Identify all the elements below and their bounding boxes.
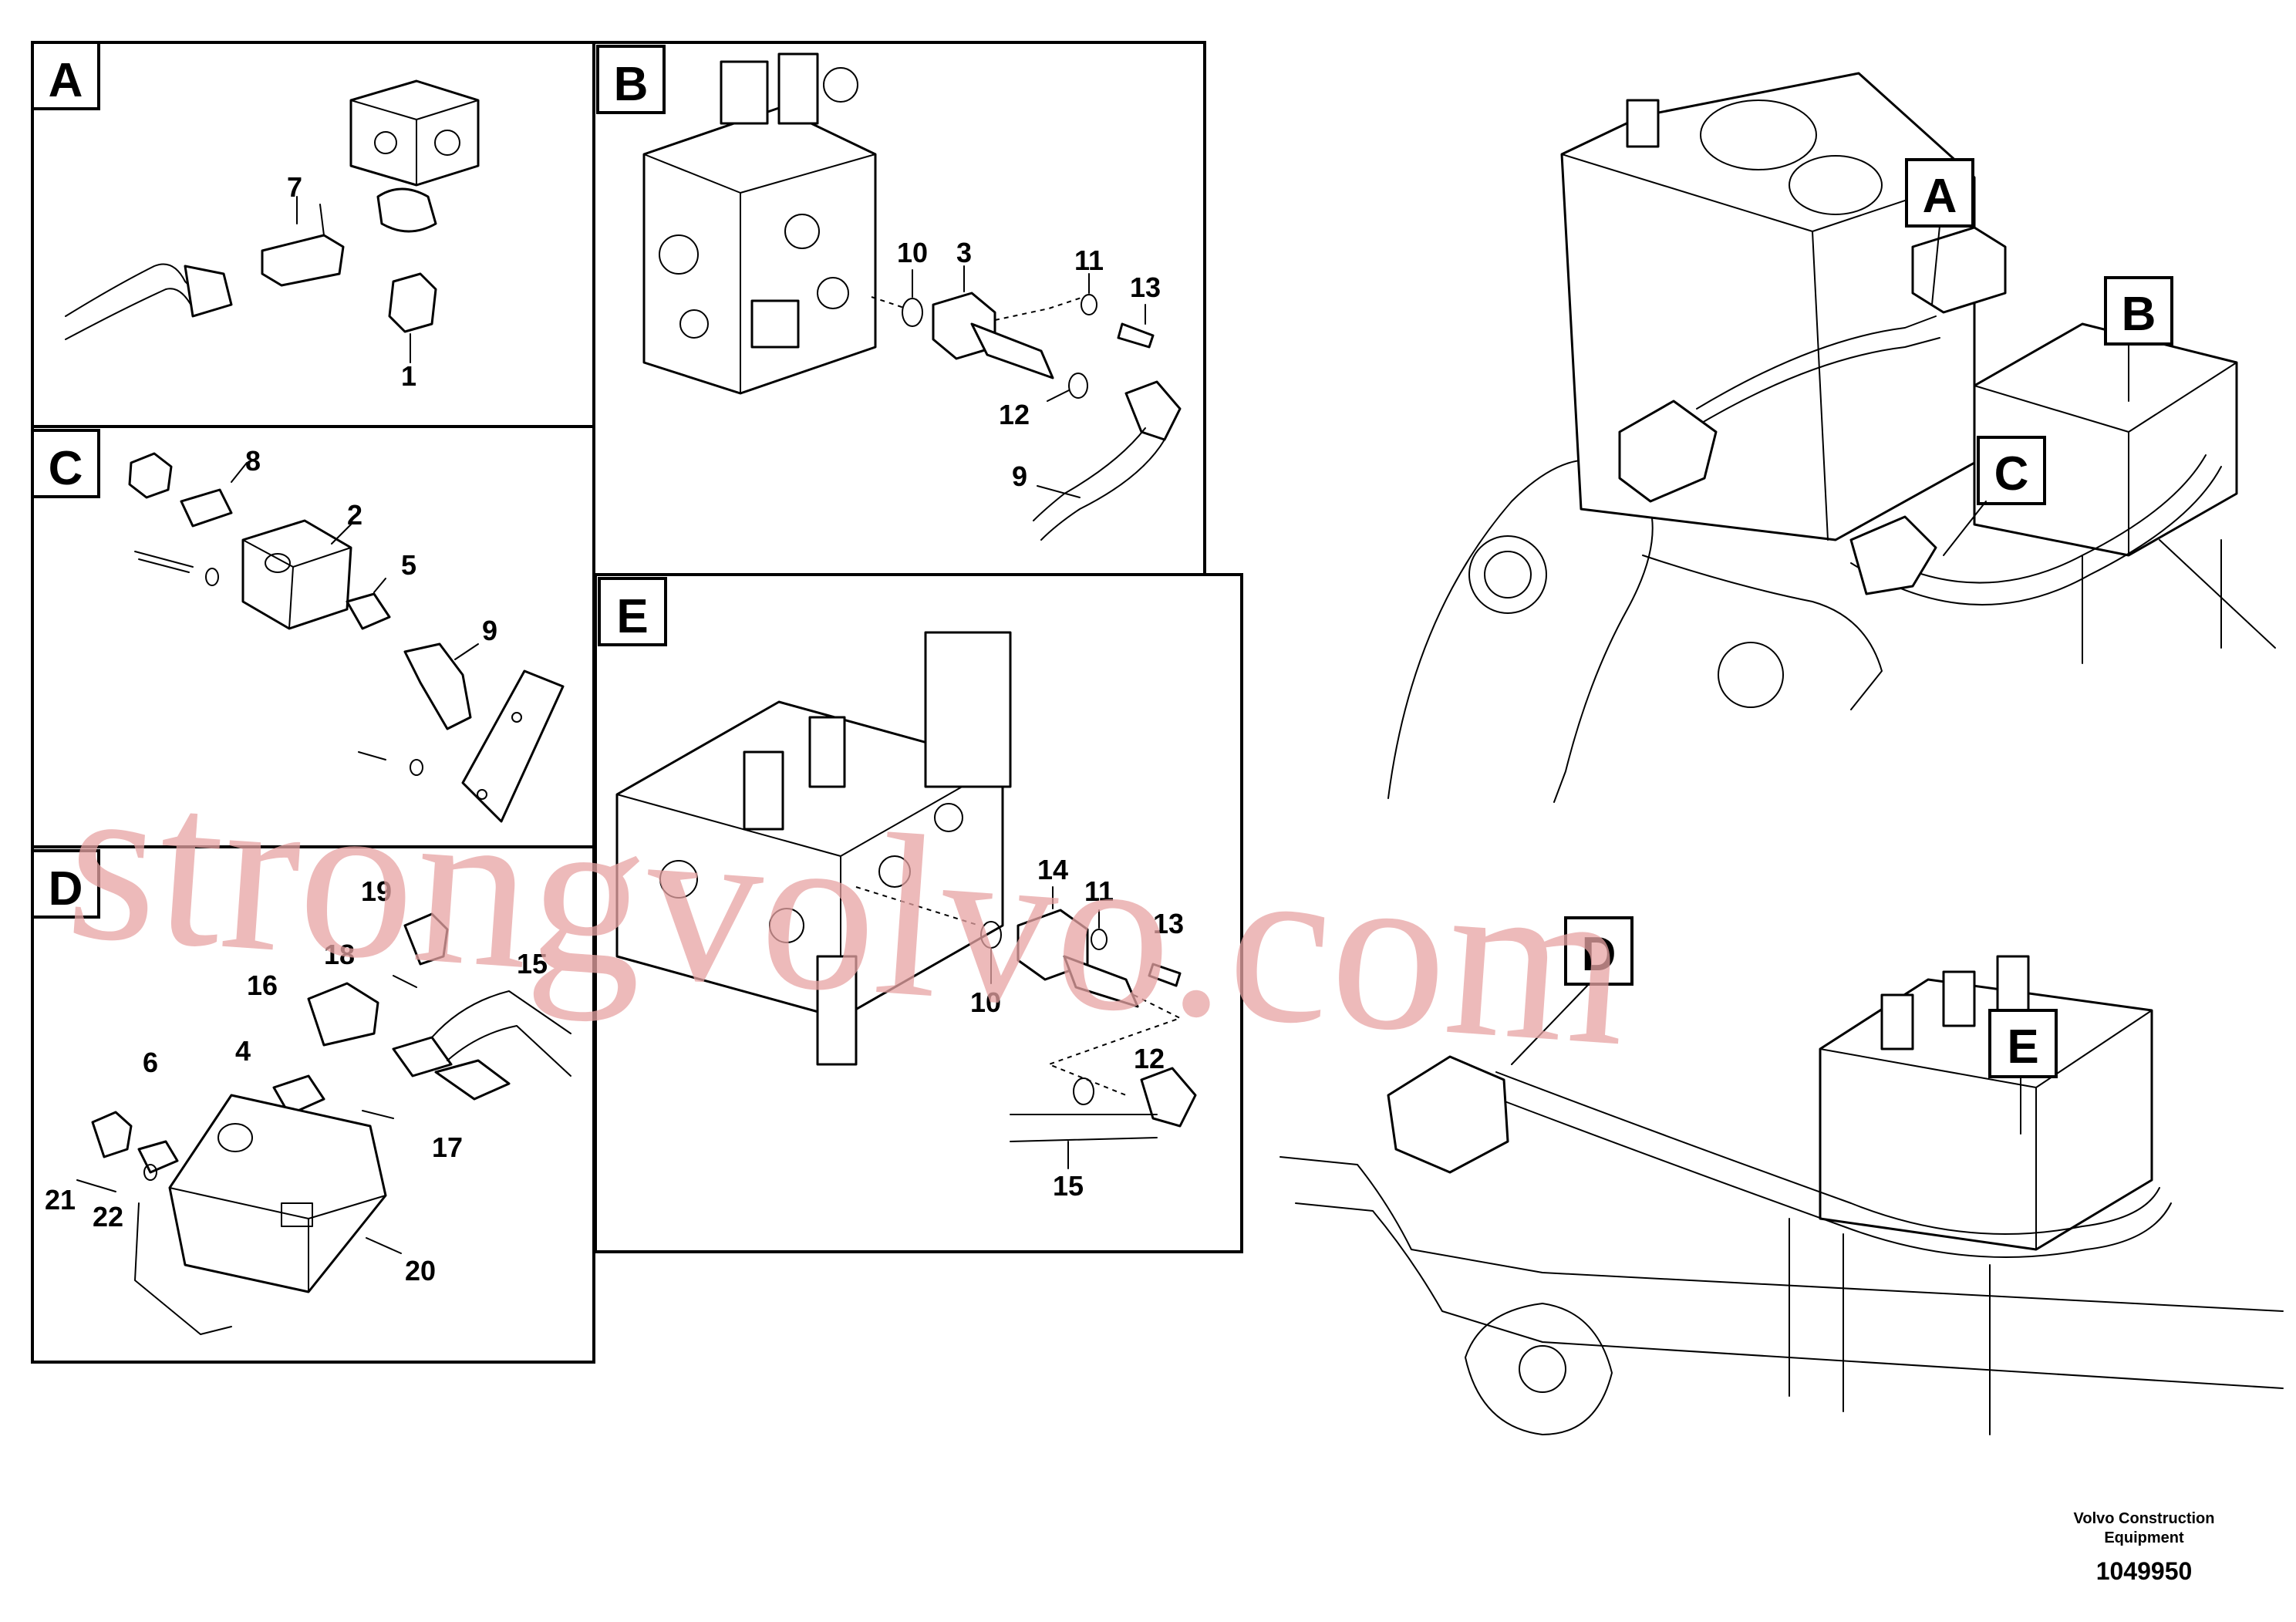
panel-e-frame [594, 573, 1243, 1253]
panel-b: B 10 3 1 [592, 41, 1206, 576]
callout-12e: 12 [1134, 1043, 1165, 1074]
solenoid-overview-bottom [1387, 1055, 1509, 1174]
panel-e-tag [598, 577, 667, 646]
overview-top: A B C [1387, 72, 2276, 803]
overview-tag-d [1564, 916, 1633, 986]
clamp-16 [307, 982, 379, 1047]
callout-18: 18 [324, 939, 355, 970]
nut-1 [388, 272, 437, 333]
callout-15: 15 [517, 948, 548, 980]
o-ring-12 [1068, 373, 1088, 399]
company-line-2: Equipment [2104, 1529, 2184, 1546]
callout-10: 10 [897, 237, 928, 268]
hose-fitting-15 [1140, 1067, 1197, 1128]
block-2 [241, 519, 352, 630]
callout-10e: 10 [970, 986, 1001, 1018]
callout-17: 17 [432, 1131, 463, 1163]
callout-9c: 9 [482, 615, 497, 646]
overview-letter-b: B [2122, 288, 2156, 341]
callout-13: 13 [1130, 271, 1161, 303]
overview-tag-b [2104, 276, 2173, 346]
bolt-19 [403, 912, 449, 966]
panel-a-tag [31, 41, 100, 110]
callout-9: 9 [1012, 460, 1027, 492]
callout-5: 5 [401, 549, 416, 581]
panel-d-tag [31, 849, 100, 919]
tank-cap-1 [1700, 99, 1817, 170]
panel-d-letter: D [49, 862, 83, 916]
valve-block-drawing [349, 79, 480, 233]
bolt-13 [1117, 322, 1155, 349]
overview-letter-c: C [1994, 447, 2029, 501]
drawing-number: 1049950 [2096, 1557, 2193, 1585]
panel-e: E 14 11 13 10 12 15 [594, 573, 1243, 1253]
o-ring-10 [902, 298, 923, 327]
control-valve-overview-bottom [1819, 978, 2153, 1251]
panel-a-frame [31, 41, 595, 428]
cover-plate [461, 669, 565, 823]
callout-22: 22 [93, 1201, 123, 1233]
callout-4: 4 [235, 1035, 251, 1067]
callout-3: 3 [956, 237, 972, 268]
callout-19: 19 [361, 875, 392, 907]
elbow-fitting-7 [261, 234, 345, 287]
panel-e-letter: E [616, 590, 648, 643]
callout-11e: 11 [1084, 875, 1114, 907]
tank-cap-2 [1789, 155, 1883, 215]
callout-8: 8 [245, 445, 261, 477]
overview-letter-a: A [1923, 170, 1957, 223]
adapter-5 [346, 592, 391, 630]
overview-tag-e [1988, 1009, 2058, 1078]
overview-letter-e: E [2007, 1020, 2038, 1074]
callout-2: 2 [347, 499, 362, 531]
panel-d: D 19 18 15 16 6 4 17 21 22 20 [31, 845, 595, 1364]
callout-6: 6 [143, 1047, 158, 1078]
panel-c-tag [31, 429, 100, 498]
callout-16: 16 [247, 969, 278, 1001]
company-line-1: Volvo Construction [2074, 1510, 2215, 1527]
nut [128, 452, 173, 499]
bolt-13e [1148, 963, 1182, 987]
hose-end-15 [392, 1036, 453, 1077]
wheel-drawing [1465, 1303, 1613, 1435]
callout-20: 20 [405, 1255, 436, 1286]
overview-tag-c [1977, 436, 2046, 505]
hose-drawing [65, 263, 201, 317]
panel-b-letter: B [614, 58, 649, 111]
control-valve-drawing-e [615, 631, 1012, 1066]
washer-22 [143, 1164, 157, 1181]
watermark: strongvolvo.com [60, 730, 1636, 1094]
hose-fitting [184, 265, 233, 318]
nut-6 [91, 1111, 133, 1158]
callout-15e: 15 [1053, 1170, 1084, 1202]
solenoid-valve-20 [168, 1094, 387, 1293]
washer-11e [1091, 929, 1108, 950]
solenoid-overview [1618, 400, 1718, 503]
elbow-4 [272, 1074, 325, 1116]
panel-c-letter: C [49, 442, 83, 495]
panel-b-tag [596, 45, 666, 114]
callout-7: 7 [287, 171, 302, 203]
callout-13e: 13 [1153, 908, 1184, 939]
callout-11: 11 [1074, 244, 1104, 276]
panel-a-letter: A [49, 54, 83, 107]
adapter-8 [180, 488, 233, 528]
bolt [134, 551, 194, 568]
overview-tag-a [1905, 158, 1974, 228]
hose-fitting-9 [1124, 380, 1182, 441]
callout-12: 12 [999, 399, 1030, 430]
callout-1: 1 [401, 360, 416, 392]
callout-14: 14 [1037, 854, 1068, 885]
o-ring-12e [1073, 1077, 1094, 1105]
overview-letter-d: D [1582, 928, 1617, 981]
clamp-half [434, 1059, 511, 1101]
panel-a: A 7 1 [31, 41, 595, 428]
control-valve-drawing [642, 52, 877, 395]
callout-21: 21 [45, 1184, 76, 1216]
hose-end-9 [403, 642, 472, 730]
washer-11 [1081, 294, 1097, 315]
overview-bottom: D E [1279, 916, 2284, 1435]
